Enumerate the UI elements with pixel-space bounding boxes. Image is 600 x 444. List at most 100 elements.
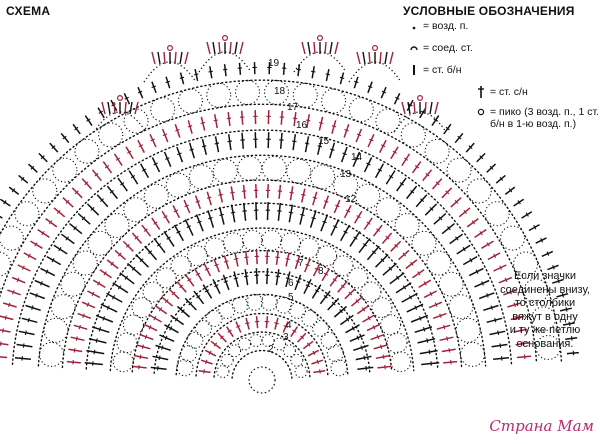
stitch-mark	[343, 153, 347, 155]
stitch-mark	[123, 241, 133, 251]
stitch-mark	[459, 208, 470, 217]
note-text: Если значки соединены внизу, то столбики…	[492, 270, 598, 351]
chain-arc	[132, 251, 391, 372]
stitch-mark	[430, 102, 432, 114]
stitch-mark	[366, 366, 367, 370]
stitch-mark	[381, 345, 382, 349]
stitch-mark	[487, 164, 496, 172]
chain-loop	[205, 238, 225, 258]
stitch-mark	[185, 298, 196, 310]
stitch-mark	[425, 102, 426, 114]
chain-loop	[113, 352, 133, 372]
stitch-mark	[142, 345, 143, 349]
stitch-mark	[73, 124, 80, 134]
stitch-mark	[25, 331, 26, 335]
stitch-mark	[364, 218, 372, 230]
stitch-mark	[296, 281, 300, 283]
stitch-mark	[158, 52, 160, 64]
stitch-mark	[211, 341, 221, 348]
stitch-mark	[209, 71, 213, 72]
stitch-mark	[467, 219, 478, 227]
single-crochet-icon	[407, 64, 423, 76]
stitch-mark	[312, 218, 316, 219]
stitch-mark	[434, 214, 446, 225]
row-number: 19	[268, 58, 280, 69]
stitch-mark	[444, 124, 451, 134]
stitch-mark	[94, 350, 95, 354]
stitch-mark	[416, 195, 427, 207]
stitch-mark	[514, 199, 524, 206]
stitch-mark	[31, 241, 43, 248]
stitch-mark	[293, 118, 297, 119]
stitch-mark	[276, 276, 280, 277]
stitch-mark	[245, 323, 249, 324]
stitch-mark	[194, 291, 204, 304]
stitch-mark	[152, 52, 155, 64]
stitch-mark	[169, 289, 179, 299]
stitch-mark	[429, 350, 430, 354]
stitch-mark	[368, 86, 372, 88]
chain-loop	[223, 233, 243, 253]
stitch-mark	[427, 338, 428, 342]
stitch-mark	[61, 133, 69, 142]
stitch-mark	[130, 102, 132, 114]
chain-loop	[313, 320, 329, 336]
stitch-mark	[340, 77, 344, 78]
stitch-mark	[41, 281, 43, 285]
chain-loop	[281, 233, 301, 253]
stitch-mark	[338, 282, 347, 293]
stitch-mark	[79, 325, 80, 329]
legend-item-double-crochet: = ст. с/н	[474, 86, 528, 98]
stitch-mark	[407, 186, 417, 199]
stitch-mark	[385, 52, 387, 64]
stitch-mark	[240, 63, 241, 75]
chain-loop	[144, 184, 168, 208]
stitch-mark	[103, 316, 105, 320]
stitch-mark	[229, 134, 231, 150]
stitch-mark	[487, 293, 489, 297]
stitch-mark	[449, 348, 450, 352]
stitch-mark	[17, 278, 19, 282]
chain-loop	[53, 158, 77, 182]
chain-loop	[166, 173, 190, 197]
stitch-mark	[145, 335, 147, 339]
stitch-mark	[175, 52, 176, 64]
stitch-mark	[152, 218, 160, 230]
stitch-mark	[0, 356, 7, 357]
stitch-mark	[1, 342, 2, 346]
stitch-mark	[93, 170, 102, 181]
stitch-mark	[286, 259, 290, 260]
stitch-mark	[29, 164, 38, 172]
stitch-mark	[152, 86, 156, 88]
chain-loop	[181, 346, 197, 362]
picot-icon	[318, 36, 323, 41]
stitch-mark	[227, 327, 234, 337]
stitch-mark	[341, 225, 350, 241]
stitch-mark	[140, 355, 141, 359]
stitch-mark	[120, 273, 134, 284]
stitch-mark	[345, 130, 349, 132]
stitch-mark	[61, 234, 74, 243]
chain-loop	[395, 214, 419, 238]
stitch-mark	[385, 365, 386, 369]
stitch-mark	[320, 369, 321, 373]
stitch-mark	[475, 230, 487, 238]
stitch-mark	[292, 141, 296, 142]
stitch-mark	[214, 120, 218, 121]
stitch-mark	[85, 116, 92, 126]
chain-loop	[391, 352, 411, 372]
stitch-mark	[9, 187, 19, 194]
stitch-mark	[306, 136, 309, 152]
legend-item-picot: = пико (3 возд. п., 1 ст. б/н в 1-ю возд…	[474, 106, 599, 130]
stitch-mark	[466, 143, 474, 152]
stitch-mark	[0, 199, 10, 206]
stitch-mark	[177, 153, 181, 155]
stitch-mark	[420, 351, 438, 354]
stitch-mark	[368, 246, 380, 260]
stitch-mark	[325, 42, 326, 54]
stitch-mark	[442, 188, 452, 198]
stitch-mark	[97, 195, 108, 207]
stitch-mark	[383, 263, 397, 275]
stitch-mark	[450, 234, 463, 243]
stitch-mark	[482, 281, 484, 285]
